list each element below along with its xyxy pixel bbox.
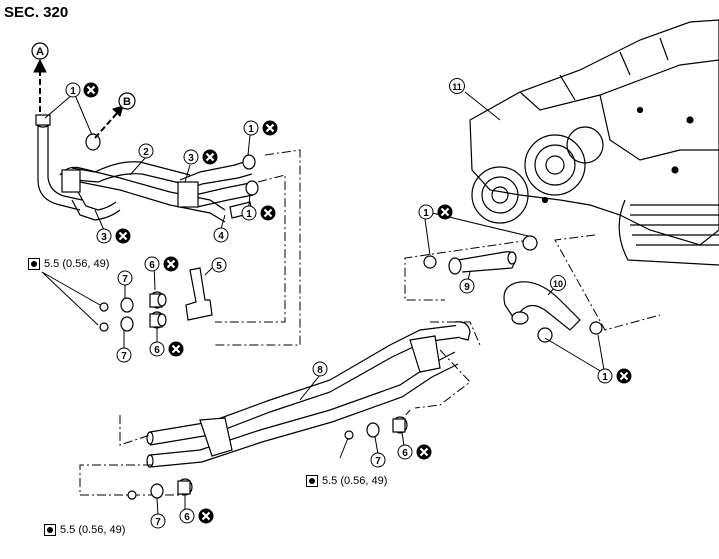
callout-10: 10 xyxy=(550,275,566,291)
callout-6: 6 xyxy=(179,508,195,524)
callout-7: 7 xyxy=(117,270,133,286)
torque-wrench-icon xyxy=(44,524,56,536)
transfer-housing xyxy=(469,19,719,266)
section-title: SEC. 320 xyxy=(4,4,69,21)
svg-text:5: 5 xyxy=(216,261,222,272)
callout-B: B xyxy=(118,92,136,110)
circle-x-icon xyxy=(261,119,279,137)
svg-text:6: 6 xyxy=(402,448,408,459)
callout-7: 7 xyxy=(370,452,386,468)
circle-x-icon xyxy=(162,255,180,273)
circle-x-icon xyxy=(201,148,219,166)
hose-10 xyxy=(503,281,603,343)
callout-6: 6 xyxy=(397,444,413,460)
circle-x-icon xyxy=(197,507,215,525)
callout-6: 6 xyxy=(149,341,165,357)
svg-text:9: 9 xyxy=(464,282,470,293)
svg-text:6: 6 xyxy=(149,260,155,271)
svg-text:1: 1 xyxy=(70,86,76,97)
svg-text:10: 10 xyxy=(553,279,563,289)
callout-2: 2 xyxy=(138,143,154,159)
svg-text:6: 6 xyxy=(184,512,190,523)
callout-4: 4 xyxy=(213,227,229,243)
callout-3: 3 xyxy=(96,228,112,244)
callout-A: A xyxy=(31,42,49,60)
torque-spec: 5.5 (0.56, 49) xyxy=(306,475,387,487)
callout-5: 5 xyxy=(211,257,227,273)
callout-8: 8 xyxy=(312,361,328,377)
svg-text:7: 7 xyxy=(122,274,128,285)
flow-arrows xyxy=(33,58,124,139)
circle-x-icon xyxy=(167,340,185,358)
callout-3: 3 xyxy=(183,149,199,165)
svg-text:3: 3 xyxy=(188,153,194,164)
torque-spec: 5.5 (0.56, 49) xyxy=(44,524,125,536)
svg-text:A: A xyxy=(36,46,44,58)
svg-text:6: 6 xyxy=(154,345,160,356)
grommet-bolt-set-bottom xyxy=(127,416,408,500)
svg-text:4: 4 xyxy=(218,231,224,242)
torque-value: 5.5 (0.56, 49) xyxy=(322,475,388,487)
callout-7: 7 xyxy=(150,513,166,529)
svg-text:3: 3 xyxy=(101,232,107,243)
torque-value: 5.5 (0.56, 49) xyxy=(44,258,110,270)
circle-x-icon xyxy=(415,443,433,461)
cooler-hoses-left xyxy=(35,114,259,223)
callout-11: 11 xyxy=(449,78,465,94)
cooler-tube-8 xyxy=(146,321,471,468)
circle-x-icon xyxy=(615,367,633,385)
callout-1: 1 xyxy=(65,82,81,98)
hose-9 xyxy=(423,235,538,275)
callout-1: 1 xyxy=(597,368,613,384)
svg-text:2: 2 xyxy=(143,147,149,158)
callout-1: 1 xyxy=(241,205,257,221)
callout-6: 6 xyxy=(144,256,160,272)
grommet-bolt-set-left xyxy=(99,291,167,332)
circle-x-icon xyxy=(436,203,454,221)
svg-text:B: B xyxy=(123,96,131,108)
callout-1: 1 xyxy=(418,204,434,220)
svg-text:1: 1 xyxy=(248,124,254,135)
svg-text:1: 1 xyxy=(246,209,252,220)
svg-text:8: 8 xyxy=(317,365,323,376)
callout-1: 1 xyxy=(243,120,259,136)
svg-text:7: 7 xyxy=(375,456,381,467)
circle-x-icon xyxy=(259,204,277,222)
svg-text:7: 7 xyxy=(121,351,127,362)
svg-text:11: 11 xyxy=(452,82,462,92)
svg-text:7: 7 xyxy=(155,517,161,528)
callout-9: 9 xyxy=(459,278,475,294)
callout-7: 7 xyxy=(116,347,132,363)
svg-text:1: 1 xyxy=(602,372,608,383)
bracket-5 xyxy=(185,267,213,321)
svg-text:1: 1 xyxy=(423,208,429,219)
torque-wrench-icon xyxy=(306,475,318,487)
torque-wrench-icon xyxy=(28,258,40,270)
torque-spec: 5.5 (0.56, 49) xyxy=(28,258,109,270)
circle-x-icon xyxy=(114,227,132,245)
torque-value: 5.5 (0.56, 49) xyxy=(60,524,126,536)
circle-x-icon xyxy=(82,81,100,99)
